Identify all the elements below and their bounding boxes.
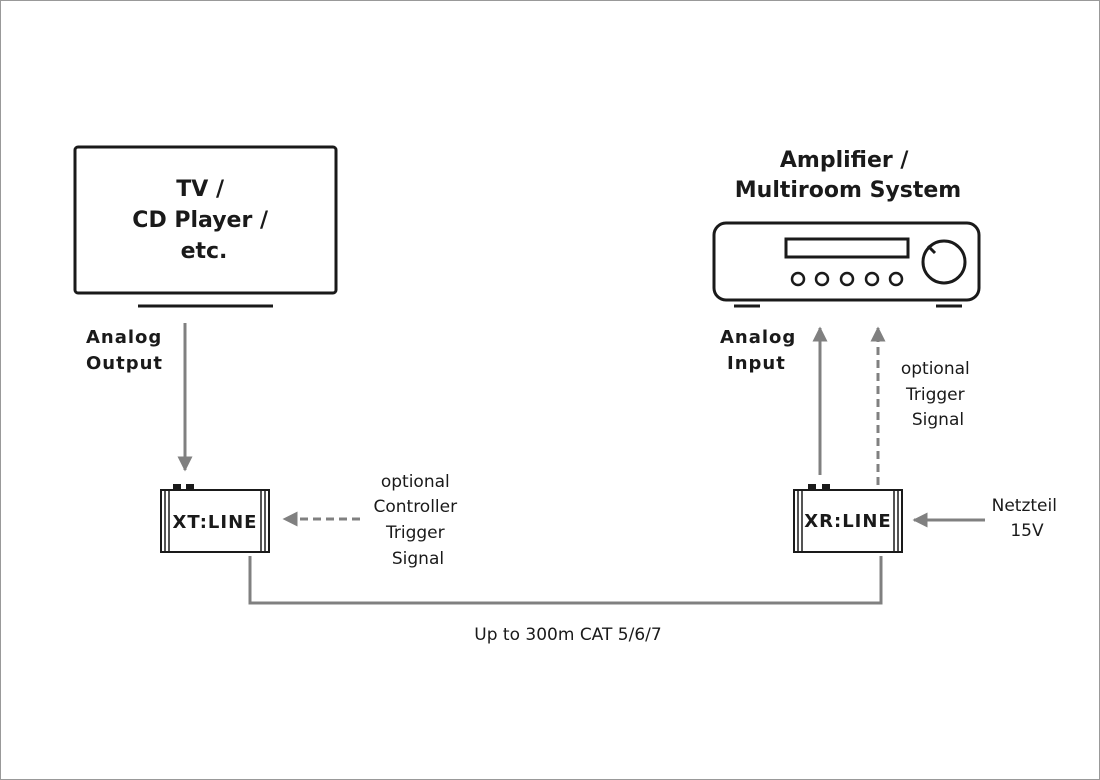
- receiver-name: XR:LINE: [804, 511, 891, 532]
- receiver-device: XR:LINE: [793, 484, 903, 553]
- transmitter-connector: [186, 484, 194, 489]
- amplifier-display: [784, 237, 910, 259]
- source-device: TV / CD Player / etc.: [73, 145, 338, 308]
- transmitter-connector: [173, 484, 181, 489]
- source-label-line: CD Player /: [132, 208, 269, 233]
- analog-input-label: Analog Input: [720, 327, 804, 374]
- volume-knob-mark: [926, 244, 937, 255]
- transmitter-trigger-label: optional Controller Trigger Signal: [373, 472, 462, 569]
- amplifier-body: [712, 221, 981, 302]
- receiver-body: [793, 489, 903, 553]
- transmitter-name: XT:LINE: [173, 512, 258, 533]
- source-label: TV / CD Player / etc.: [132, 177, 275, 264]
- tv-screen: [73, 145, 338, 295]
- cable-label: Up to 300m CAT 5/6/7: [474, 625, 661, 645]
- receiver-connector: [822, 484, 830, 489]
- source-label-line: TV /: [176, 177, 225, 202]
- amplifier-button: [790, 271, 806, 287]
- power-label: Netzteil 15V: [992, 496, 1063, 541]
- receiver-trigger-label: optional Trigger Signal: [901, 359, 975, 430]
- cat-cable: [248, 556, 883, 605]
- source-label-line: etc.: [181, 239, 228, 264]
- amplifier-title: Amplifier / Multiroom System: [735, 148, 961, 203]
- transmitter-device: XT:LINE: [160, 484, 270, 553]
- transmitter-body: [160, 489, 270, 553]
- receiver-connector: [808, 484, 816, 489]
- amplifier-button: [864, 271, 880, 287]
- amplifier-device: [712, 221, 981, 308]
- amplifier-button: [839, 271, 855, 287]
- analog-output-label: Analog Output: [86, 327, 170, 374]
- amplifier-button: [888, 271, 904, 287]
- amplifier-button: [814, 271, 830, 287]
